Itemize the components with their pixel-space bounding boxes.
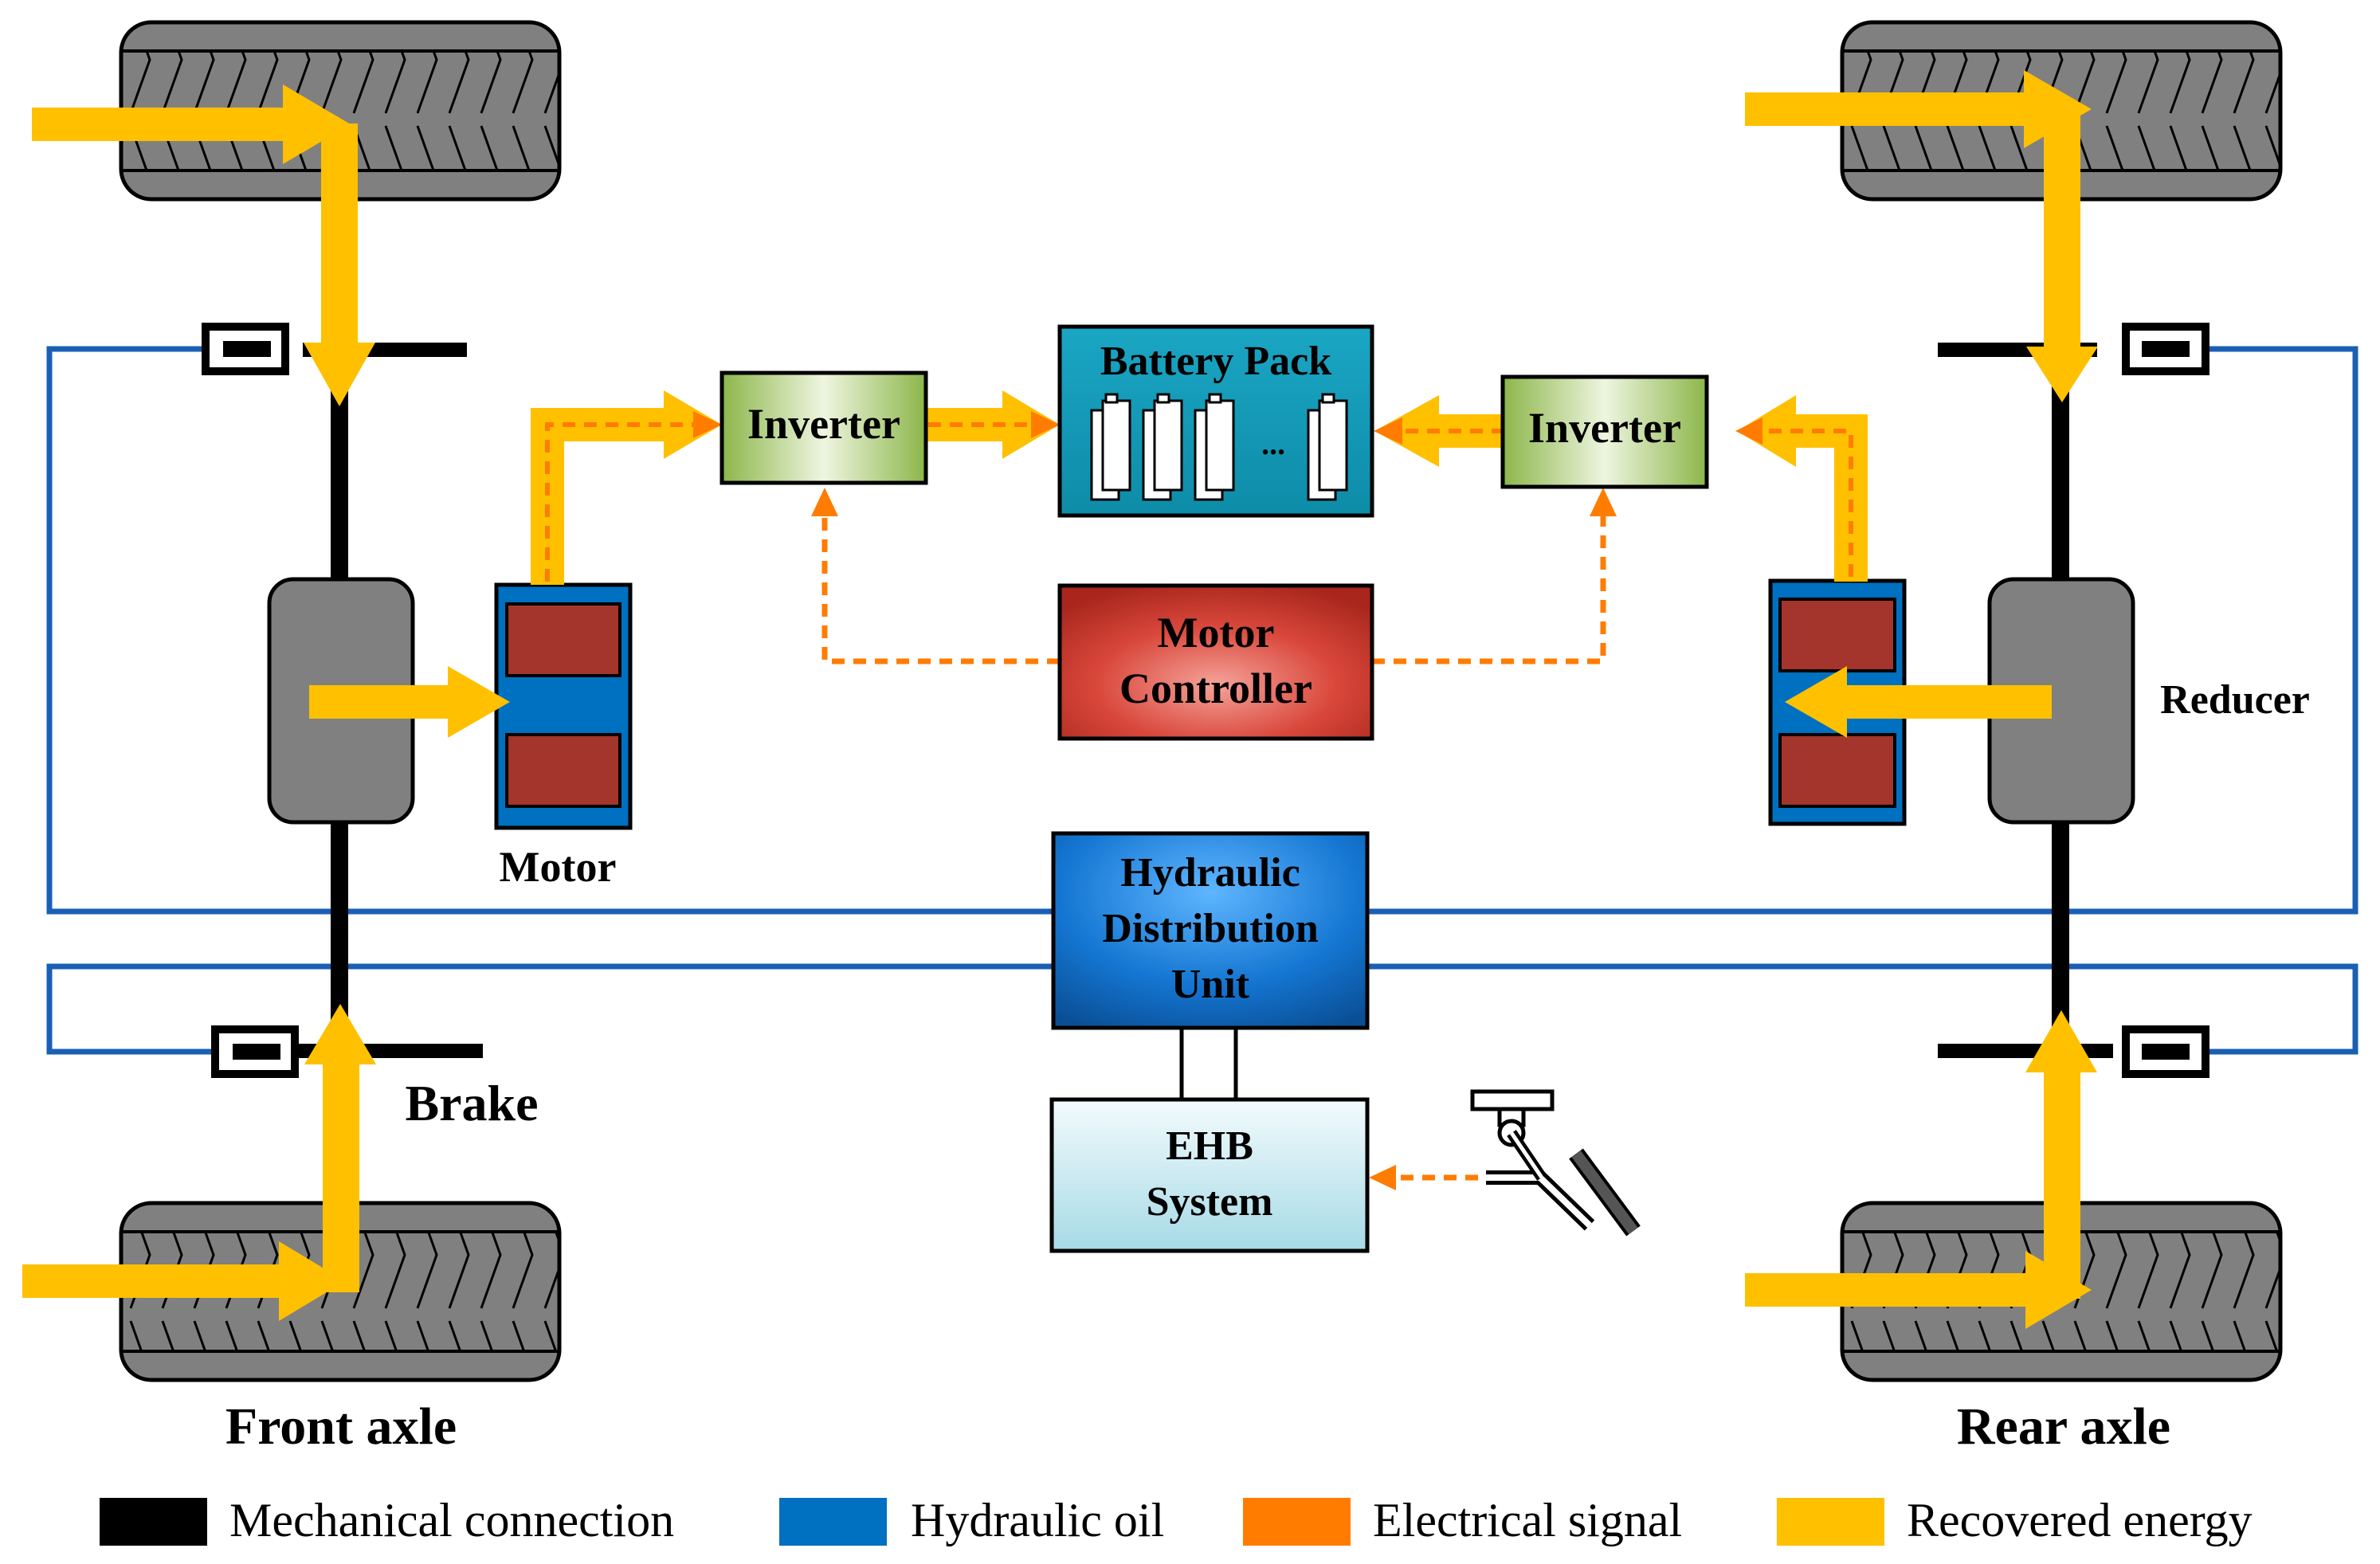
front-bottom-brake-caliper [211,1025,299,1078]
legend-label-energy: Recovered energy [1907,1494,2253,1546]
inverter-left-label: Inverter [747,400,900,448]
motor-controller-block [1057,583,1374,741]
motor-controller-label-line1: Motor [1158,609,1275,657]
legend-item-hydraulic: Hydraulic oil [779,1494,1164,1546]
energy-path-dash-arrowheads [693,411,1762,445]
rear-bottom-brake-caliper [2122,1025,2209,1078]
battery-cells [1090,393,1348,501]
front-axle-label: Front axle [225,1397,457,1456]
legend-swatch-electrical [1243,1498,1351,1546]
energy-path-dashes [545,422,1853,582]
ehb-label-line2: System [1147,1179,1273,1225]
rear-motor [1768,578,1907,826]
legend-swatch-mechanical [100,1498,207,1546]
battery-pack-label: Battery Pack [1100,339,1331,384]
rear-top-brake-caliper [2122,323,2209,375]
ehb-label-line1: EHB [1166,1123,1253,1169]
component-labels: Motor Reducer Brake Front axle Rear axle [225,677,2310,1456]
electrical-arrowheads [811,488,1617,1190]
legend-label-mechanical: Mechanical connection [229,1494,674,1546]
front-motor [494,582,633,830]
legend-label-hydraulic: Hydraulic oil [911,1494,1164,1546]
legend-label-electrical: Electrical signal [1373,1494,1682,1546]
inverter-right-block [1500,374,1709,489]
legend-item-mechanical: Mechanical connection [100,1494,674,1546]
hydraulic-lines [46,346,2358,1055]
legend: Mechanical connection Hydraulic oil Elec… [100,1494,2253,1546]
battery-pack-block [1057,324,1374,518]
inverter-left-block [719,370,928,485]
front-top-brake-caliper [202,323,289,375]
brake-label: Brake [405,1075,538,1131]
inverter-right-label: Inverter [1528,404,1681,452]
motor-controller-label-line2: Controller [1119,664,1312,712]
motor-label: Motor [500,843,617,891]
electrical-signal-lines [821,510,1606,1181]
hdu-label-line1: Hydraulic [1120,850,1300,896]
block-labels: Battery Pack ... Inverter Inverter Motor… [747,339,1681,1225]
legend-swatch-energy [1777,1498,1884,1546]
brake-pedal-icon [1470,1089,1641,1237]
hdu-label-line3: Unit [1171,962,1250,1007]
hdu-ehb-connector [1179,1028,1238,1100]
rear-axle-label: Rear axle [1957,1397,2170,1456]
legend-item-energy: Recovered energy [1777,1494,2253,1546]
battery-ellipsis: ... [1261,425,1285,461]
legend-item-electrical: Electrical signal [1243,1494,1682,1546]
hydraulic-distribution-unit-block [1051,831,1370,1030]
legend-swatch-hydraulic [779,1498,887,1546]
hdu-label-line2: Distribution [1102,906,1319,951]
ehb-system-block [1049,1097,1370,1253]
reducer-label: Reducer [2160,677,2310,723]
